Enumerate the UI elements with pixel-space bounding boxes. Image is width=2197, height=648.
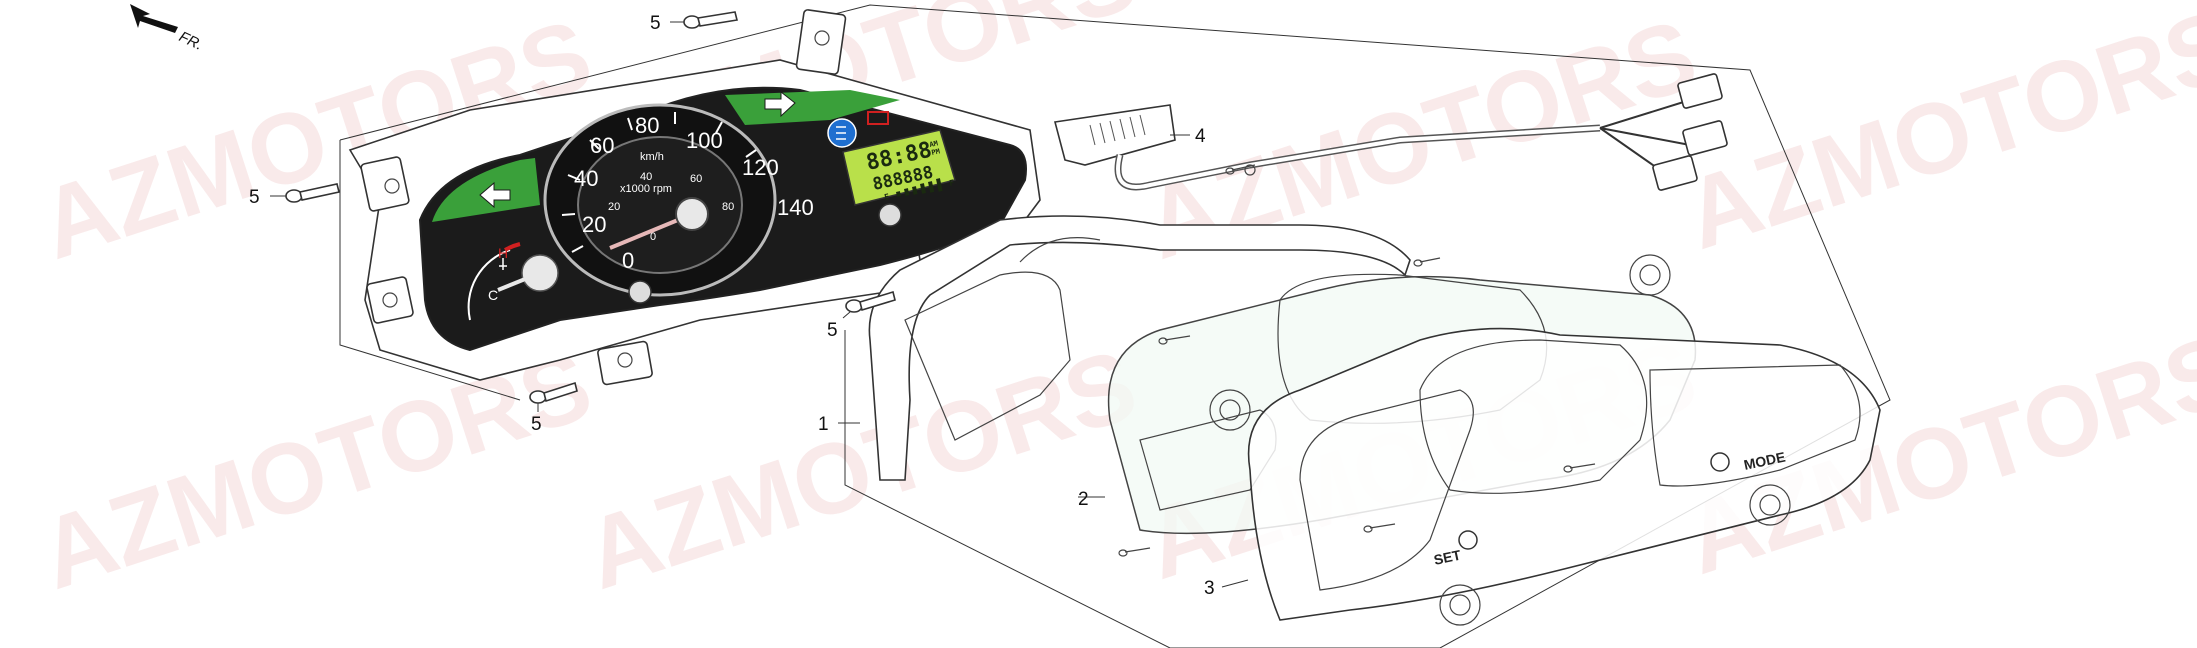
callout-3: 3 xyxy=(1204,578,1215,599)
speed-tick-100: 100 xyxy=(686,128,723,153)
speed-unit: km/h xyxy=(640,151,664,163)
set-button xyxy=(1458,530,1478,550)
speedometer: 0 20 40 60 80 100 120 140 km/h x1000 rpm… xyxy=(543,103,814,297)
meter-assembly: H C 0 20 40 60 80 xyxy=(348,9,1041,386)
rpm-tick-20: 20 xyxy=(608,201,620,213)
front-direction: FR. xyxy=(130,4,205,54)
screws: 5 5 5 5 xyxy=(249,11,1596,557)
callout-5b: 5 xyxy=(249,187,260,208)
rpm-tick-0: 0 xyxy=(650,231,656,243)
turn-right-icon xyxy=(764,90,796,118)
temperature-gauge: H C xyxy=(467,242,559,321)
screw-5b: 5 xyxy=(249,183,340,208)
front-label: FR. xyxy=(176,28,205,54)
inner-frame-part-1: 1 xyxy=(818,215,1411,481)
callout-5a: 5 xyxy=(650,13,661,34)
lcd-am: AM xyxy=(929,139,939,149)
temp-high-label: H xyxy=(498,245,508,261)
callout-1: 1 xyxy=(818,414,829,435)
callout-2: 2 xyxy=(1078,489,1089,510)
callout-4: 4 xyxy=(1195,126,1206,147)
watermarks: AZMOTORS AZMOTORS AZMOTORS AZMOTORS AZMO… xyxy=(27,0,2197,611)
screw-5c: 5 xyxy=(827,290,896,341)
speed-tick-60: 60 xyxy=(590,133,614,158)
speed-tick-40: 40 xyxy=(574,166,598,191)
front-arrow-icon xyxy=(130,4,178,33)
set-button-label: SET xyxy=(1432,547,1462,568)
speed-tick-0: 0 xyxy=(622,248,634,273)
speed-tick-120: 120 xyxy=(742,155,779,180)
engine-warning-icon xyxy=(867,111,889,125)
coolant-icon xyxy=(499,258,507,270)
turn-left-icon xyxy=(479,181,511,209)
rpm-tick-60: 60 xyxy=(690,173,702,185)
screw-5d: 5 xyxy=(529,381,578,435)
wiring-harness: 4 xyxy=(1053,73,1728,191)
upper-left-outline xyxy=(339,140,521,401)
outer-bezel-part-3: SET MODE 3 xyxy=(1204,254,1881,626)
lcd-fuel-f: F xyxy=(949,178,956,188)
lcd-fuel-e: E xyxy=(884,192,891,202)
lcd-pm: PM xyxy=(931,147,941,157)
screw-5a: 5 xyxy=(650,11,738,34)
rpm-unit: x1000 rpm xyxy=(620,183,672,195)
callout-5c: 5 xyxy=(827,320,838,341)
left-adjust-knob xyxy=(628,280,652,304)
speed-tick-140: 140 xyxy=(777,195,814,220)
lcd-display: 88:88 AM PM 888888 E F xyxy=(842,129,956,206)
speed-tick-80: 80 xyxy=(635,113,659,138)
speed-tick-20: 20 xyxy=(582,212,606,237)
right-adjust-knob xyxy=(878,203,902,227)
rpm-tick-80: 80 xyxy=(722,201,734,213)
temp-low-label: C xyxy=(488,287,498,303)
callout-5d: 5 xyxy=(531,414,542,435)
mode-button xyxy=(1710,452,1730,472)
watermark-4: AZMOTORS xyxy=(1672,0,2197,271)
watermark-6: AZMOTORS xyxy=(572,328,1149,611)
rpm-tick-40: 40 xyxy=(640,171,652,183)
